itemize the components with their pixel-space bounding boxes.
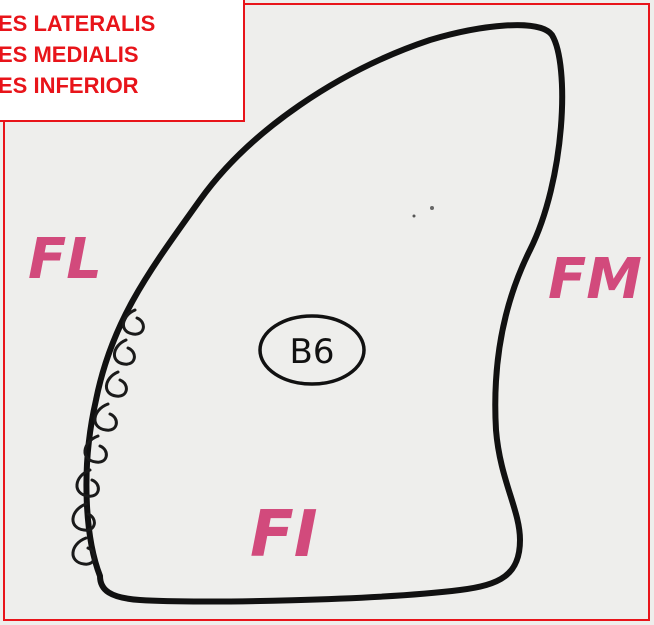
red-frame	[3, 3, 650, 621]
legend-line-lateralis: ES LATERALIS	[0, 11, 156, 36]
legend-box: ES LATERALIS ES MEDIALIS ES INFERIOR	[0, 0, 245, 122]
legend-line-medialis: ES MEDIALIS	[0, 42, 139, 67]
b6-label: B6	[290, 332, 335, 372]
suture-loops	[71, 308, 145, 566]
fl-label: FL	[28, 227, 102, 292]
speck	[412, 214, 416, 218]
fi-label: FI	[250, 498, 318, 572]
b6-circle	[258, 314, 366, 386]
speck	[430, 206, 434, 210]
legend-line-inferior: ES INFERIOR	[0, 73, 139, 98]
bone-outline	[83, 22, 566, 605]
fm-label: FM	[548, 247, 642, 312]
